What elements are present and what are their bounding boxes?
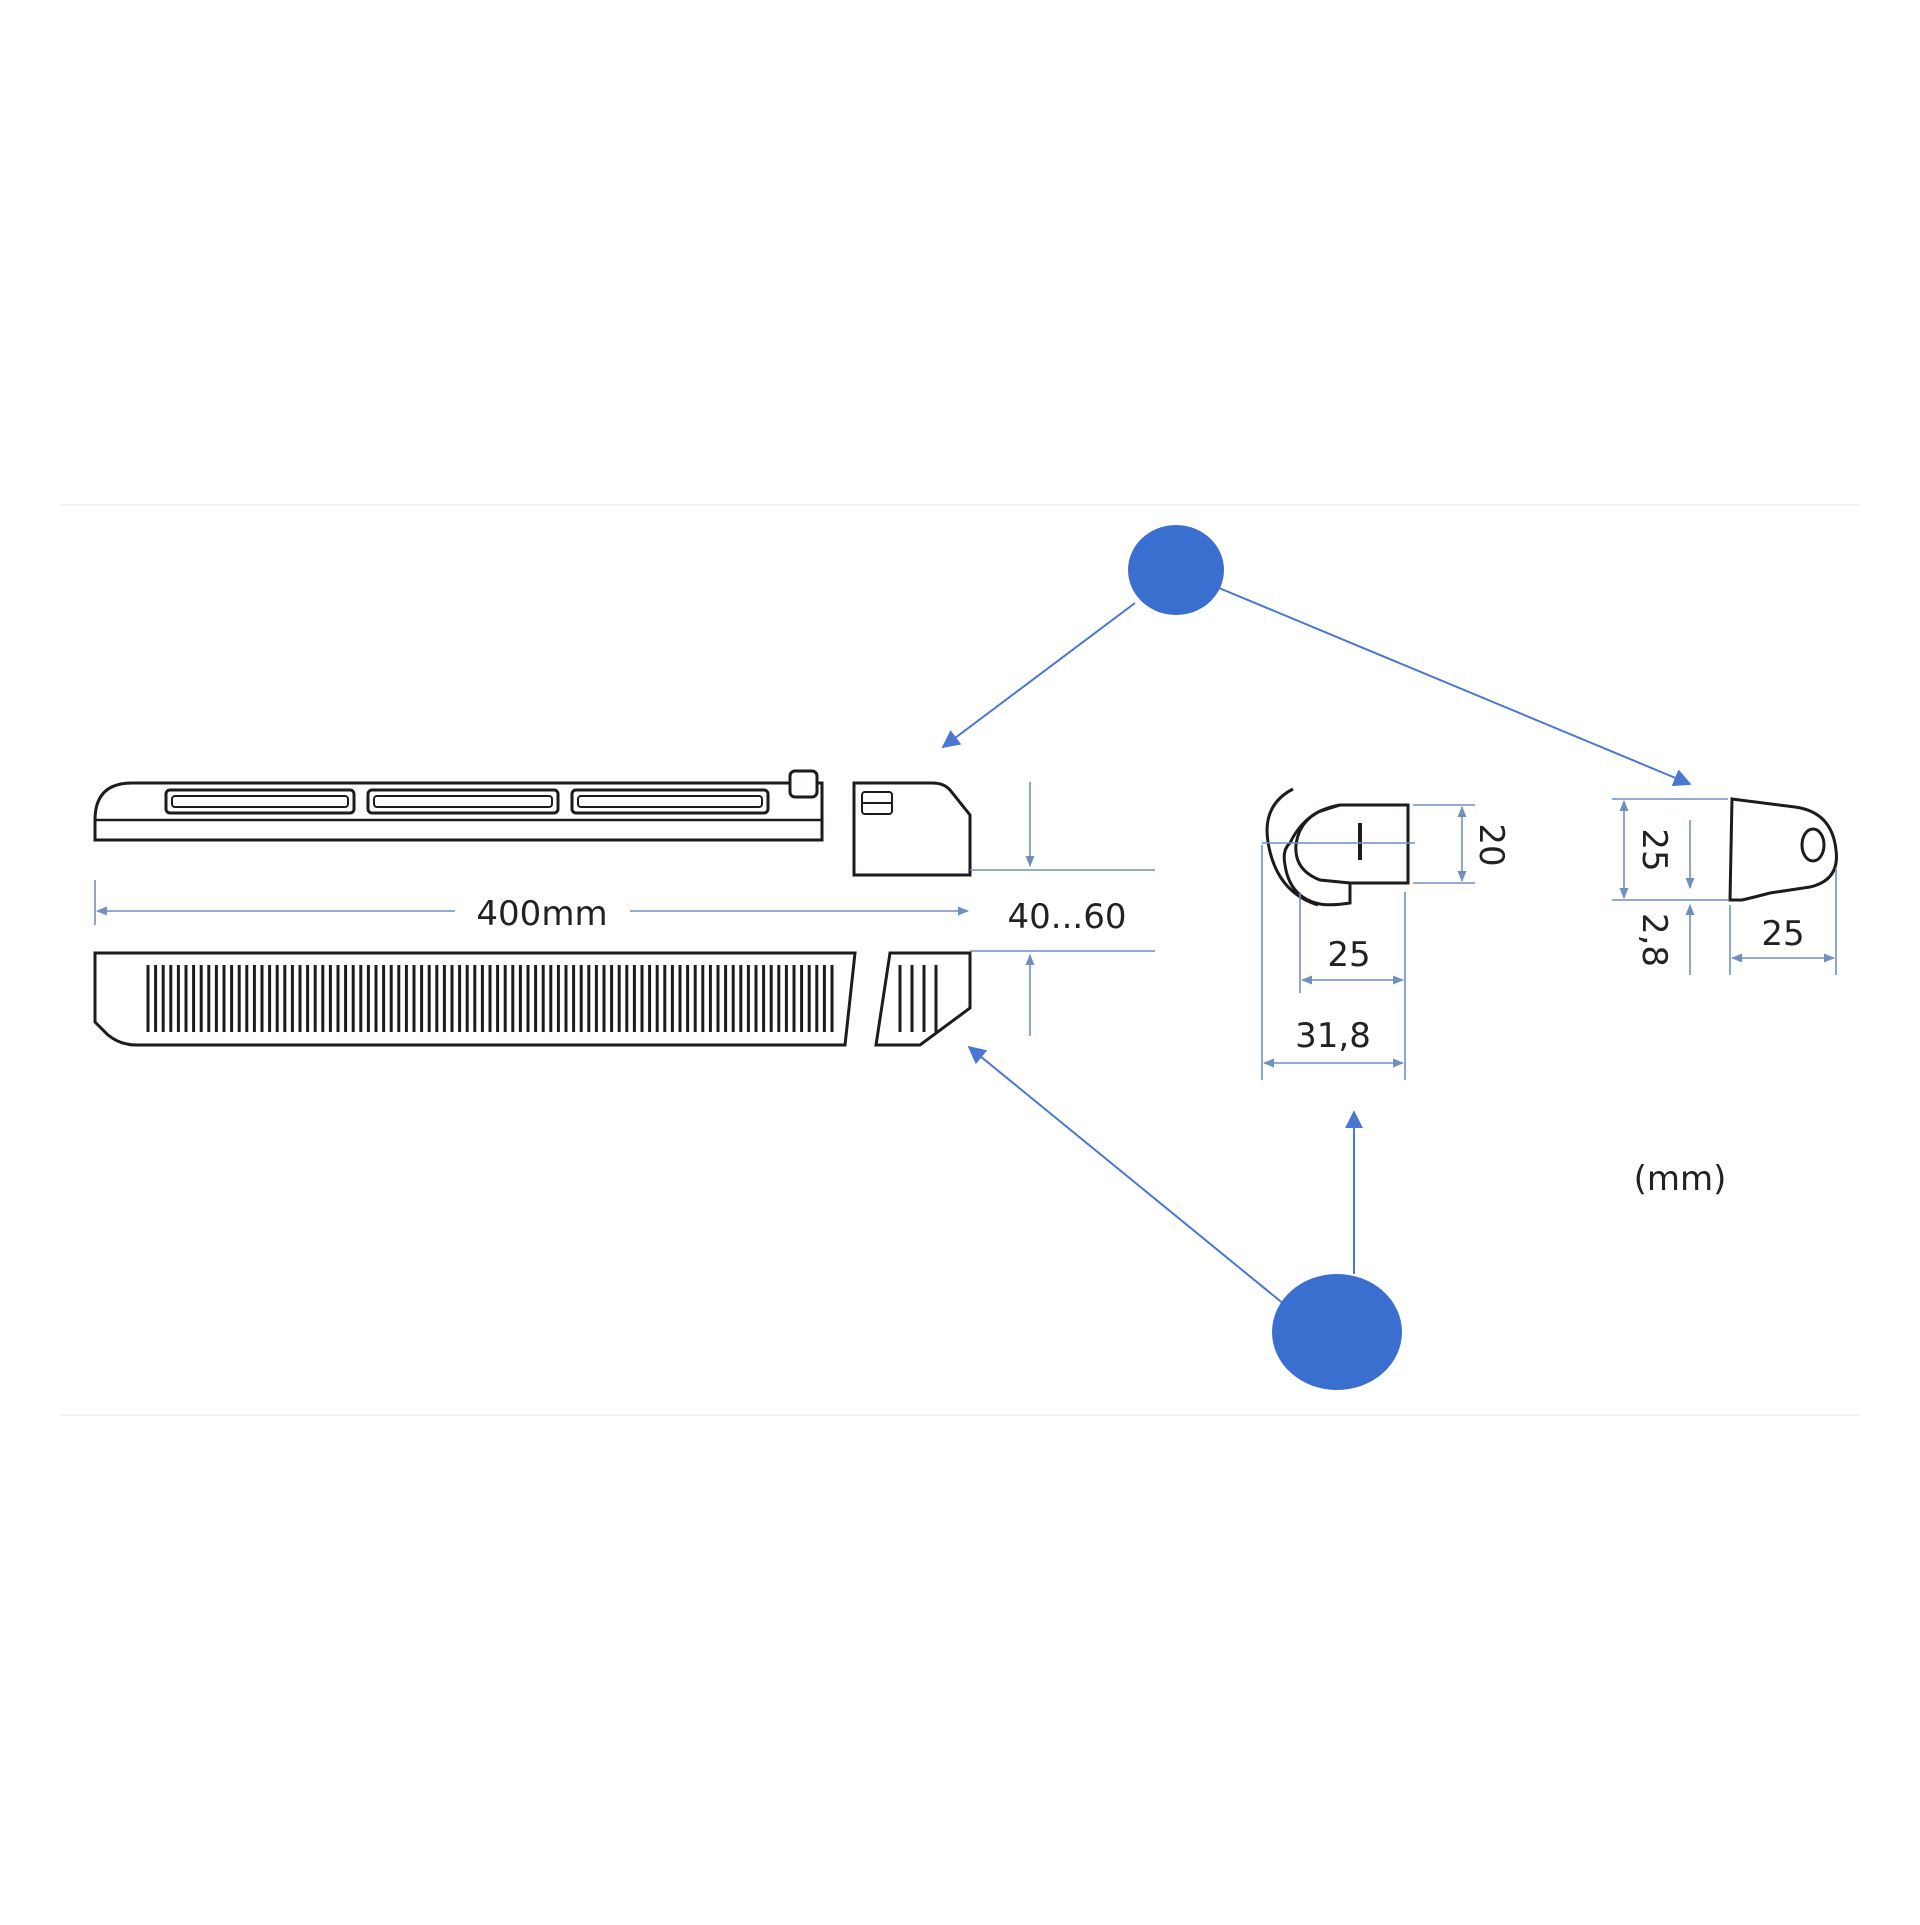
elbow-outer-width-label: 31,8 bbox=[1295, 1016, 1371, 1056]
vent-grille bbox=[146, 965, 834, 1032]
marker-dot-bottom bbox=[1272, 1274, 1402, 1390]
vent-front-view bbox=[93, 951, 972, 1047]
marker-dot-top bbox=[1128, 525, 1224, 615]
cap-width-label: 25 bbox=[1761, 914, 1804, 954]
elbow-inner-width-label: 25 bbox=[1327, 935, 1370, 975]
units-note: (mm) bbox=[1634, 1159, 1727, 1199]
frame bbox=[60, 504, 1860, 1416]
length-dimension bbox=[94, 782, 1155, 1036]
vent-length-label: 400mm bbox=[476, 894, 607, 934]
cap-height-label: 25 bbox=[1634, 828, 1674, 871]
cap-lip-label: 2,8 bbox=[1634, 913, 1674, 967]
elbow-height-label: 20 bbox=[1471, 823, 1511, 866]
vent-knob bbox=[788, 769, 819, 799]
end-cap-dimensions bbox=[1612, 798, 1837, 975]
elbow-dimensions bbox=[1261, 804, 1475, 1080]
pointer-arrows bbox=[941, 587, 1692, 1306]
vent-height-label: 40...60 bbox=[1008, 897, 1127, 937]
elbow-piece bbox=[1265, 787, 1410, 907]
vent-top-view bbox=[93, 769, 972, 877]
end-cap-piece bbox=[1728, 797, 1838, 902]
vent-grille-end bbox=[898, 965, 938, 1032]
